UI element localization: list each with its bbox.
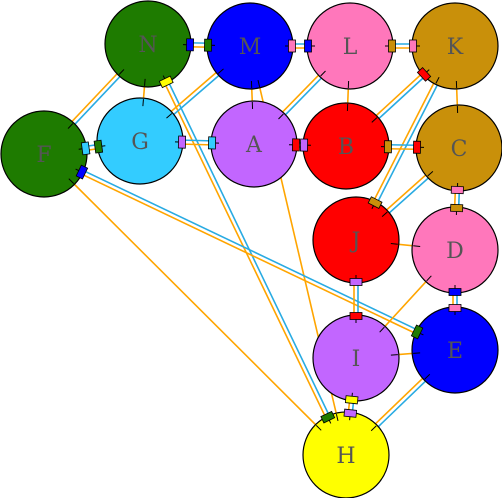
port-E-D — [448, 304, 462, 312]
edge-line-orange — [42, 155, 455, 353]
port-M-N — [203, 38, 213, 52]
edge-tick-K-J — [435, 76, 440, 84]
node-label-b: B — [338, 135, 354, 160]
port-D-C — [450, 203, 464, 213]
port-F-E — [75, 164, 89, 180]
port-A-B — [291, 138, 301, 152]
edge-tick-I-E — [390, 354, 398, 356]
edge-tick-D-I — [426, 275, 432, 282]
port-J-K — [367, 196, 383, 209]
edge-tick-M-H — [257, 79, 261, 88]
port-I-H — [344, 395, 359, 405]
port-G-A — [177, 135, 187, 149]
edge-tick-I-D — [379, 326, 385, 333]
node-label-j: J — [350, 229, 361, 254]
port-B-A — [299, 138, 309, 152]
edge-tick-B-K — [371, 117, 378, 123]
port-I-J — [349, 312, 363, 320]
port-G-F — [93, 139, 104, 154]
edge-tick-L-A — [320, 70, 326, 77]
edge-tick-E-I — [413, 352, 421, 354]
port-M-L — [288, 39, 296, 53]
port-N-H — [158, 75, 174, 89]
port-D-E — [448, 288, 462, 296]
edge-tick-F-N — [67, 123, 74, 129]
edge-tick-N-F — [118, 69, 125, 75]
edge-tick-G-N — [142, 99, 144, 107]
edge-tick-D-J — [413, 245, 421, 247]
edge-line-orange — [43, 153, 347, 456]
node-label-d: D — [446, 239, 464, 264]
node-label-n: N — [138, 33, 157, 58]
port-C-B — [412, 140, 422, 154]
edge-tick-J-C — [381, 211, 388, 218]
node-label-f: F — [36, 143, 51, 168]
node-label-h: H — [336, 444, 355, 469]
edge-line-blue — [44, 151, 457, 349]
ports-layer — [67, 38, 464, 432]
edge-tick-M-G — [217, 68, 224, 74]
edge-F-E — [42, 151, 457, 353]
port-C-D — [450, 185, 464, 195]
edge-tick-H-F — [315, 424, 322, 431]
port-L-K — [388, 39, 396, 53]
port-A-G — [207, 136, 217, 150]
node-label-a: A — [245, 133, 263, 158]
port-K-L — [409, 39, 417, 53]
node-label-g: G — [131, 130, 149, 155]
port-H-I — [343, 408, 358, 418]
port-N-M — [185, 38, 195, 52]
port-F-G — [80, 141, 91, 156]
edge-tick-C-J — [427, 170, 434, 177]
edge-tick-H-E — [370, 425, 377, 432]
edge-tick-G-M — [166, 113, 173, 119]
port-B-C — [383, 140, 393, 154]
port-E-F — [410, 324, 424, 340]
node-label-e: E — [447, 339, 463, 364]
node-label-i: I — [352, 347, 361, 372]
port-H-N — [320, 410, 336, 424]
edge-tick-E-H — [424, 373, 431, 380]
labels-layer: N M L K F G A B C J D I E H — [36, 33, 467, 469]
edge-tick-F-H — [68, 178, 75, 185]
edge-tick-N-G — [144, 78, 146, 86]
edge-F-H — [43, 153, 347, 456]
node-label-m: M — [239, 35, 262, 60]
port-J-I — [349, 278, 363, 286]
edge-tick-J-D — [390, 243, 398, 245]
node-label-l: L — [343, 35, 358, 60]
node-label-c: C — [451, 137, 468, 162]
edge-tick-H-M — [335, 413, 339, 422]
edge-tick-A-L — [278, 113, 284, 120]
port-L-M — [304, 39, 312, 53]
node-label-k: K — [447, 35, 464, 60]
port-K-B — [416, 67, 432, 82]
edge-line-orange — [145, 44, 345, 457]
